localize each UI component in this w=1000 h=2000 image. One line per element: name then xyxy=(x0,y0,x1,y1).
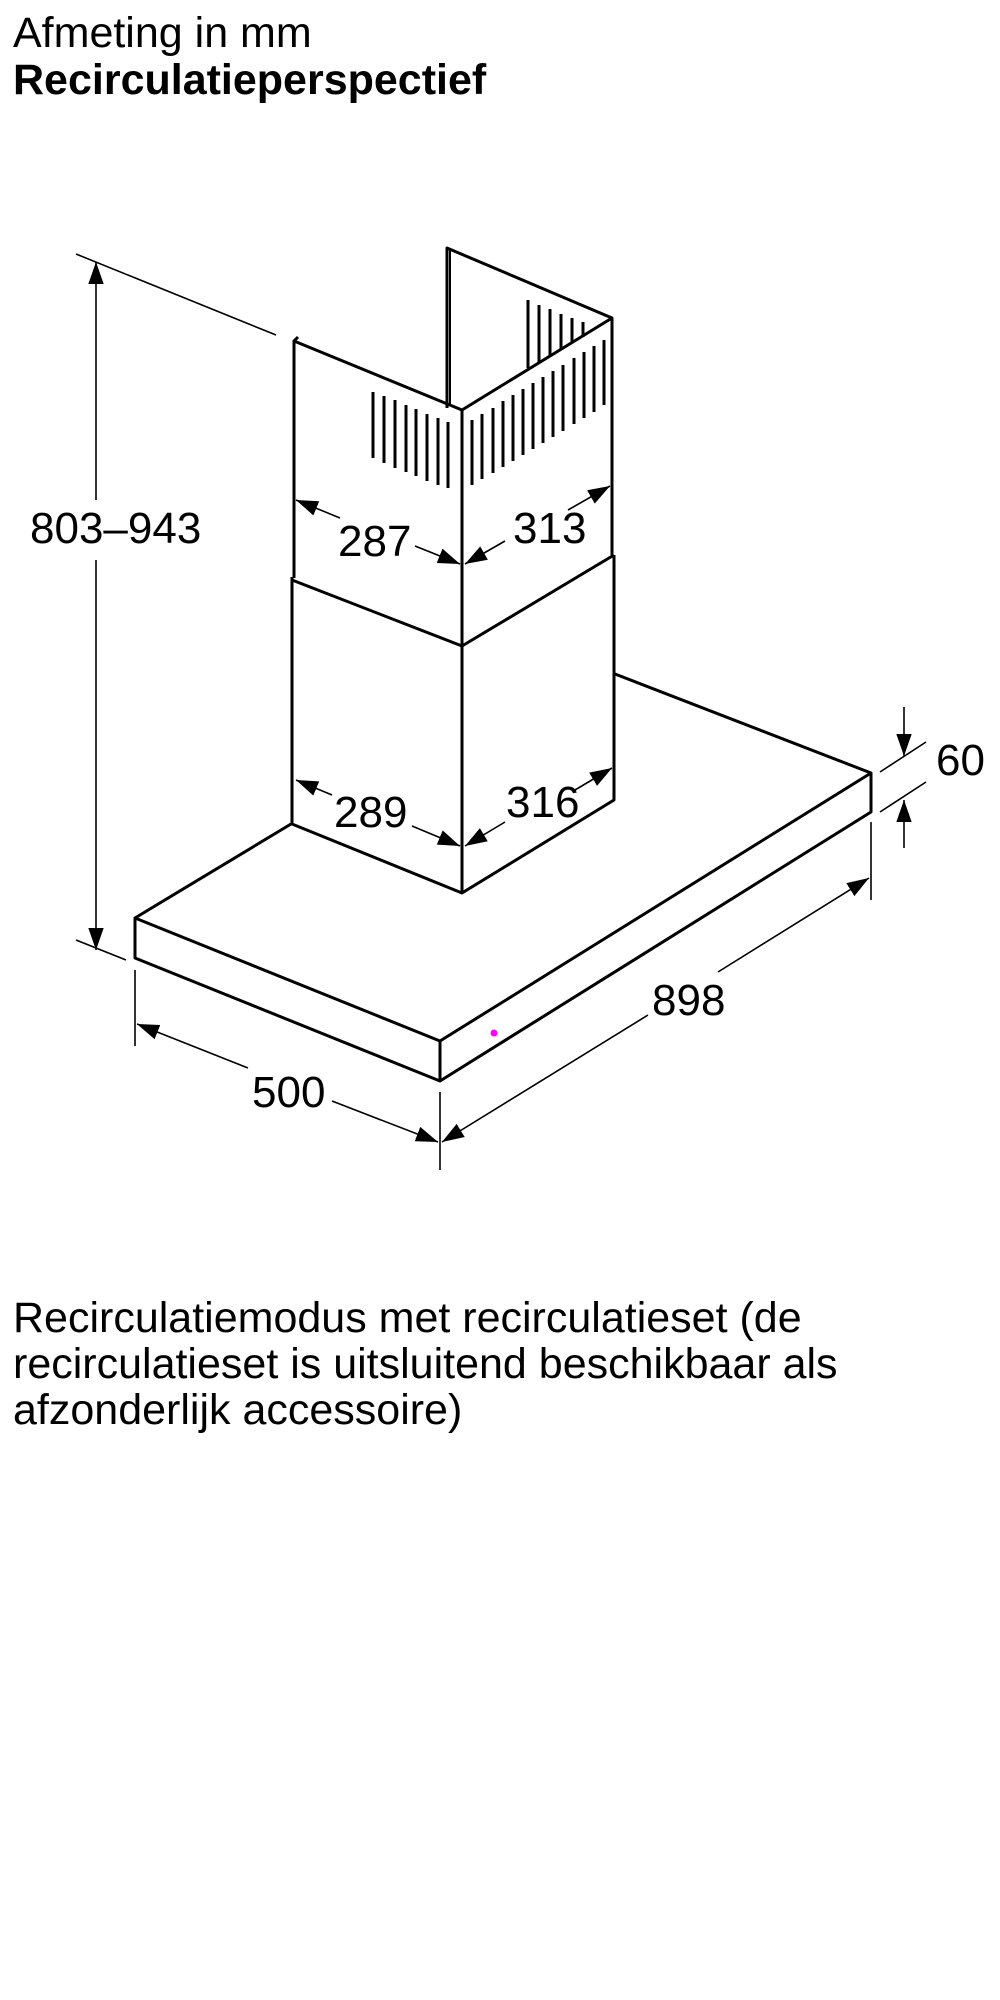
dim-lower-right: 316 xyxy=(506,778,579,827)
dim-hood-width: 898 xyxy=(652,976,725,1025)
dim-lower-left: 289 xyxy=(334,788,407,837)
dimension-lines xyxy=(75,253,927,1170)
dim-hood-depth: 500 xyxy=(252,1068,325,1117)
vent-slots xyxy=(371,300,606,488)
dim-upper-right: 313 xyxy=(513,504,586,553)
upper-chimney xyxy=(292,246,614,646)
hood-body xyxy=(133,672,873,1083)
dim-total-height: 803–943 xyxy=(30,504,201,553)
page-subtitle: Recirculatieperspectief xyxy=(13,56,487,104)
caption-text: Recirculatiemodus met recirculatieset (d… xyxy=(13,1294,838,1434)
dim-hood-thickness: 60 xyxy=(936,736,985,785)
marker-dot xyxy=(490,1029,498,1037)
dim-upper-left: 287 xyxy=(338,517,411,566)
page-title: Afmeting in mm xyxy=(13,9,312,57)
